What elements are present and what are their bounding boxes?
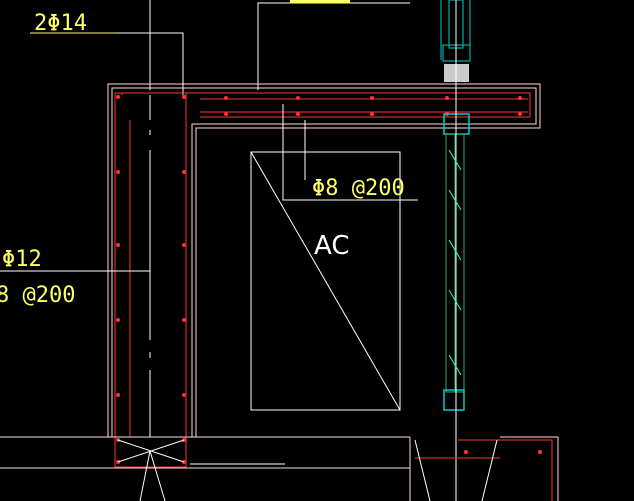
ac-unit: [250, 151, 401, 411]
stirrup-beam-callout: Φ8 @200: [282, 104, 418, 201]
floor-slab: [0, 436, 559, 501]
lower-detail: [414, 439, 498, 501]
rebar-top-callout: 2Φ14: [30, 0, 184, 95]
concrete-outline: [107, 83, 541, 437]
slab-rebar: [190, 439, 553, 501]
rebar-side-label: Φ12: [2, 247, 42, 272]
glass-curtain-wall: [440, 0, 471, 501]
slab-rebar-dots: [464, 450, 542, 454]
stirrup-beam-label: Φ8 @200: [312, 176, 405, 201]
column-base-cross: [117, 439, 185, 501]
beam-rebar: [121, 92, 531, 118]
rebar-top-label: 2Φ14: [34, 11, 87, 36]
ac-unit-tag: AC: [314, 231, 349, 261]
column-rebar-dots: [116, 95, 186, 464]
top-text-fragment: [290, 0, 350, 3]
side-callout: Φ12 8 @200: [0, 247, 150, 308]
top-leader: [257, 2, 410, 90]
stirrup-side-label: 8 @200: [0, 283, 75, 308]
beam-rebar-dots: [224, 96, 522, 116]
